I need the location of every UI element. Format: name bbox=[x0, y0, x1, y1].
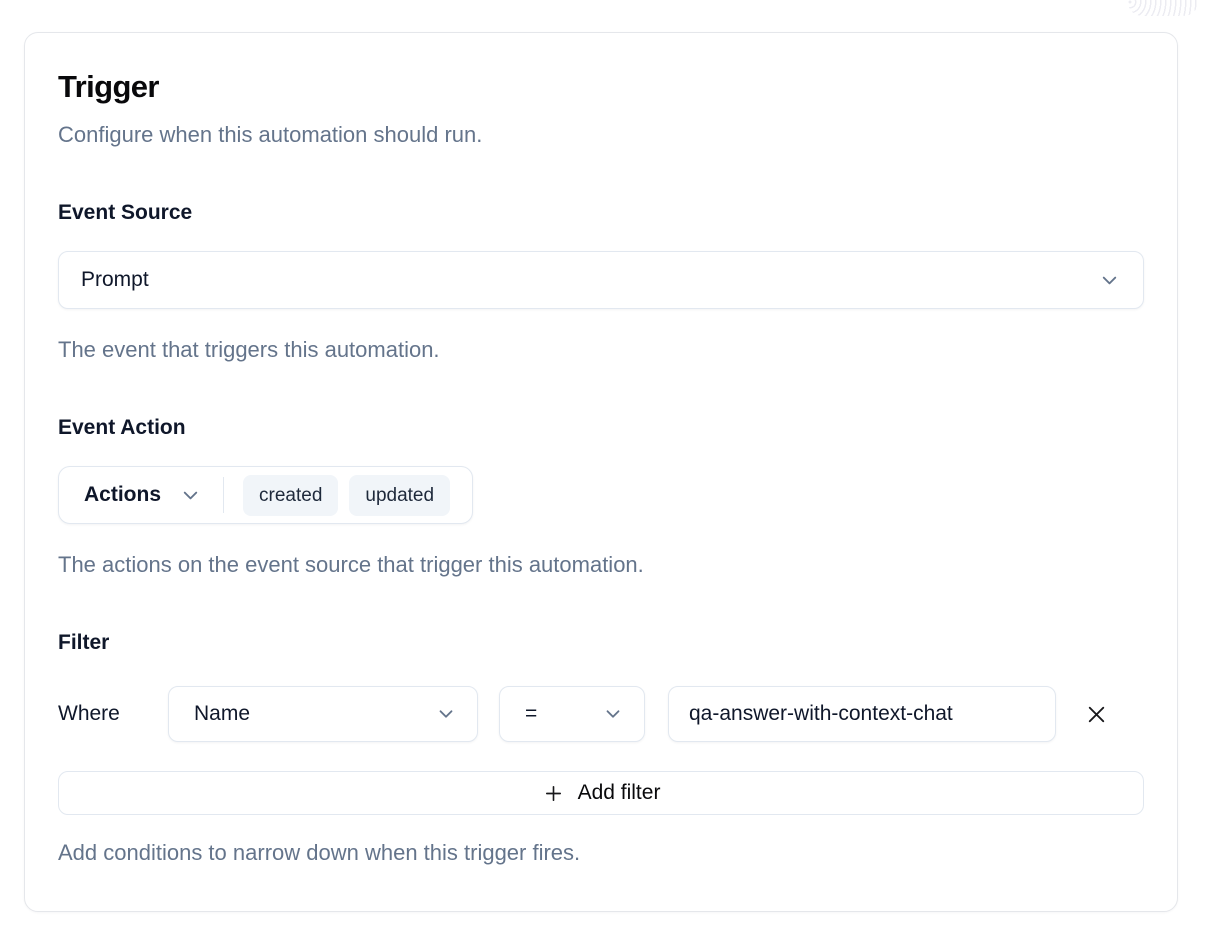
action-badge-updated[interactable]: updated bbox=[349, 474, 451, 516]
filter-help: Add conditions to narrow down when this … bbox=[58, 840, 581, 865]
event-action-dropdown[interactable]: Actions bbox=[84, 483, 162, 506]
event-action-help: The actions on the event source that tri… bbox=[58, 552, 644, 577]
action-badge-created[interactable]: created bbox=[243, 474, 339, 516]
divider bbox=[223, 477, 225, 513]
filter-field-select[interactable]: Name bbox=[168, 686, 478, 742]
filter-label: Filter bbox=[58, 631, 110, 654]
plus-icon bbox=[545, 785, 561, 801]
remove-filter-button[interactable] bbox=[1074, 692, 1118, 736]
event-source-select[interactable]: Prompt bbox=[58, 251, 1144, 309]
filter-operator-value: = bbox=[525, 702, 538, 725]
event-source-label: Event Source bbox=[58, 201, 193, 224]
event-source-value: Prompt bbox=[81, 268, 149, 291]
close-icon bbox=[1088, 706, 1104, 722]
chevron-down-icon bbox=[1102, 276, 1117, 284]
filter-value-input[interactable] bbox=[668, 686, 1056, 742]
chevron-down-icon[interactable] bbox=[179, 484, 202, 507]
trigger-card: Trigger Configure when this automation s… bbox=[24, 32, 1178, 912]
event-action-label: Event Action bbox=[58, 416, 186, 439]
filter-operator-select[interactable]: = bbox=[499, 686, 645, 742]
add-filter-button[interactable]: Add filter bbox=[58, 771, 1144, 815]
event-source-help: The event that triggers this automation. bbox=[58, 337, 440, 362]
chevron-down-icon bbox=[439, 710, 453, 718]
cutoff-artifact bbox=[1128, 0, 1198, 16]
filter-field-value: Name bbox=[194, 702, 251, 725]
event-action-control: Actions created updated bbox=[58, 466, 474, 524]
add-filter-label: Add filter bbox=[577, 781, 661, 804]
filter-row: Where Name = bbox=[58, 686, 1144, 742]
page-subtitle: Configure when this automation should ru… bbox=[58, 122, 483, 147]
page-title: Trigger bbox=[58, 69, 159, 104]
chevron-down-icon bbox=[606, 710, 620, 718]
where-label: Where bbox=[58, 702, 120, 725]
